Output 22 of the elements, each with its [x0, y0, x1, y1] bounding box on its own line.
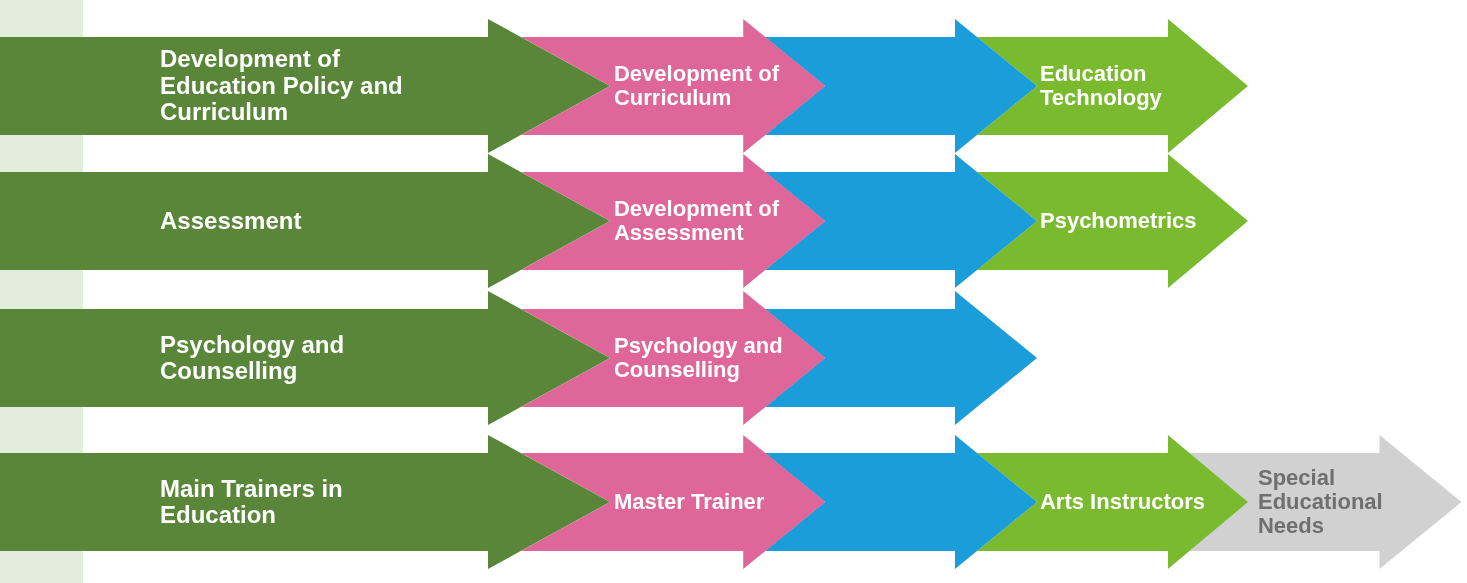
arrow-shape [765, 435, 1037, 569]
arrow-label: Development of Curriculum [614, 61, 780, 111]
arrow-label: Master Trainer [614, 489, 766, 515]
arrow-label: Development of Assessment [614, 196, 780, 246]
arrow-label: Psychology and Counselling [614, 333, 784, 383]
arrow-box [520, 435, 825, 569]
arrow-box [977, 435, 1248, 569]
arrow-label: Psychometrics [1040, 208, 1198, 234]
arrow-label: Arts Instructors [1040, 489, 1207, 515]
arrow-label: Main Trainers in Education [160, 475, 344, 529]
arrow-box [977, 154, 1248, 288]
arrow-box [520, 19, 825, 153]
arrow-label: Psychology and Counselling [160, 331, 346, 385]
arrow-label: Development of Education Policy and Curriculum [160, 46, 404, 126]
arrow-box [0, 291, 610, 425]
arrow-box [0, 19, 610, 153]
arrow-label: Special Educational Needs [1258, 465, 1384, 539]
arrow-label: Assessment [160, 207, 303, 235]
arrow-box [0, 435, 610, 569]
arrow-label: Education Technology [1040, 61, 1163, 111]
arrow-box [977, 19, 1248, 153]
arrow-box [0, 154, 610, 288]
